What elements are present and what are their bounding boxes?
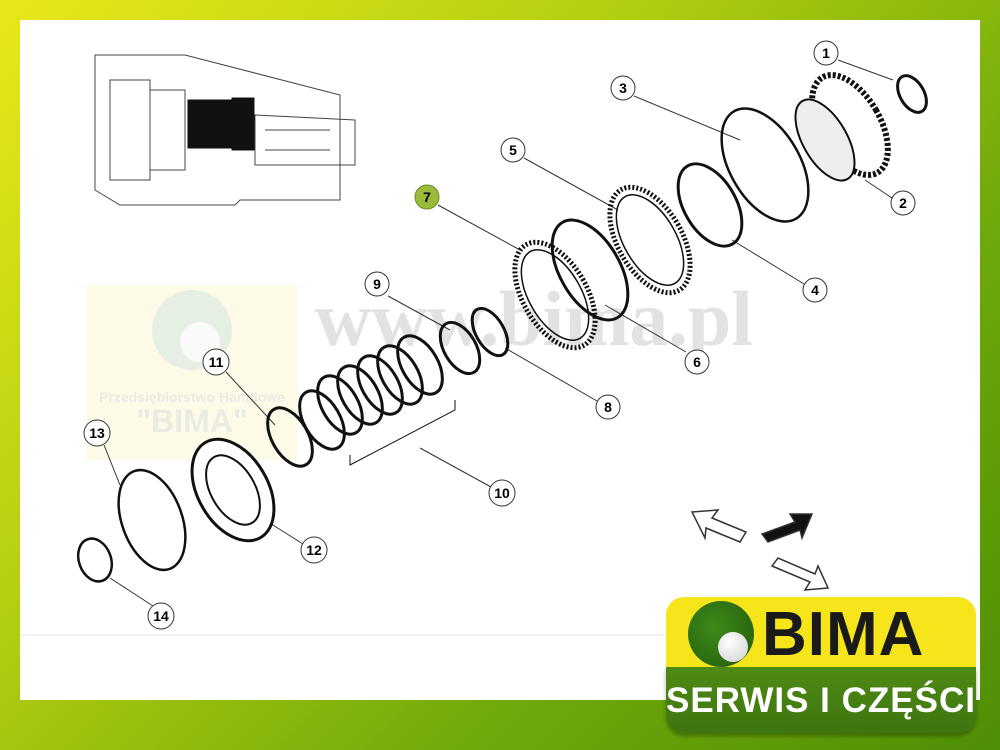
parts <box>76 72 928 583</box>
callout-label: 9 <box>373 276 381 292</box>
callout-label: 5 <box>509 142 517 158</box>
logo-bottom-band <box>666 667 976 733</box>
callout-label: 6 <box>693 354 701 370</box>
part-11-washer <box>266 406 314 468</box>
callout-label: 4 <box>811 282 819 298</box>
part-8-snap-ring <box>470 306 510 358</box>
callout-14[interactable]: 14 <box>147 602 175 630</box>
part-9-ring <box>438 320 482 376</box>
arrow-right-icon <box>760 513 814 543</box>
callout-13[interactable]: 13 <box>83 419 111 447</box>
callout-4[interactable]: 4 <box>802 277 828 303</box>
callout-label: 10 <box>494 485 510 501</box>
part-3-snap-ring <box>720 107 810 223</box>
callout-label: 13 <box>89 425 105 441</box>
watermark-company-name: "BIMA" <box>136 403 248 439</box>
leader-lines <box>103 59 894 607</box>
callout-label: 3 <box>619 80 627 96</box>
bima-logo: BIMA SERWIS I CZĘŚCI <box>666 597 976 735</box>
part-5-friction-disc <box>607 184 693 296</box>
callout-3[interactable]: 3 <box>610 75 636 101</box>
callout-5[interactable]: 5 <box>500 137 526 163</box>
part-14-o-ring <box>76 537 114 583</box>
callouts: 1 2 3 4 5 6 7 8 9 10 11 12 13 14 <box>83 40 916 630</box>
callout-8[interactable]: 8 <box>595 394 621 420</box>
part-4-ring <box>676 162 744 248</box>
callout-label: 11 <box>209 354 224 370</box>
callout-label: 12 <box>306 542 322 558</box>
callout-label: 14 <box>153 608 169 624</box>
part-7-friction-disc <box>512 239 598 351</box>
watermark-company-line: Przedsiębiorstwo Handlowe <box>99 389 285 405</box>
callout-label: 7 <box>423 189 431 205</box>
callout-7-highlighted[interactable]: 7 <box>414 184 440 210</box>
part-10-spring-stack <box>298 334 456 466</box>
callout-10[interactable]: 10 <box>488 479 516 507</box>
logo-ball-highlight-icon <box>718 632 748 662</box>
logo-tagline: SERWIS I CZĘŚCI <box>666 681 976 720</box>
part-6-steel-plate <box>550 218 630 322</box>
callout-12[interactable]: 12 <box>300 536 328 564</box>
callout-label: 1 <box>822 45 830 61</box>
callout-1[interactable]: 1 <box>813 40 839 66</box>
callout-9[interactable]: 9 <box>364 271 390 297</box>
callout-6[interactable]: 6 <box>684 349 710 375</box>
part-1-ring <box>896 74 928 114</box>
arrow-down-icon <box>770 557 830 591</box>
callout-11[interactable]: 11 <box>202 348 230 376</box>
logo-brand: BIMA <box>762 600 925 669</box>
callout-label: 8 <box>604 399 612 415</box>
direction-arrows <box>690 509 830 591</box>
part-13-o-ring <box>117 468 187 572</box>
arrow-left-icon <box>690 509 748 543</box>
part-2-clutch-drum <box>794 72 891 182</box>
gearbox-overview-sketch <box>94 54 356 206</box>
part-12-piston <box>190 437 276 543</box>
callout-label: 2 <box>899 195 907 211</box>
callout-2[interactable]: 2 <box>890 190 916 216</box>
